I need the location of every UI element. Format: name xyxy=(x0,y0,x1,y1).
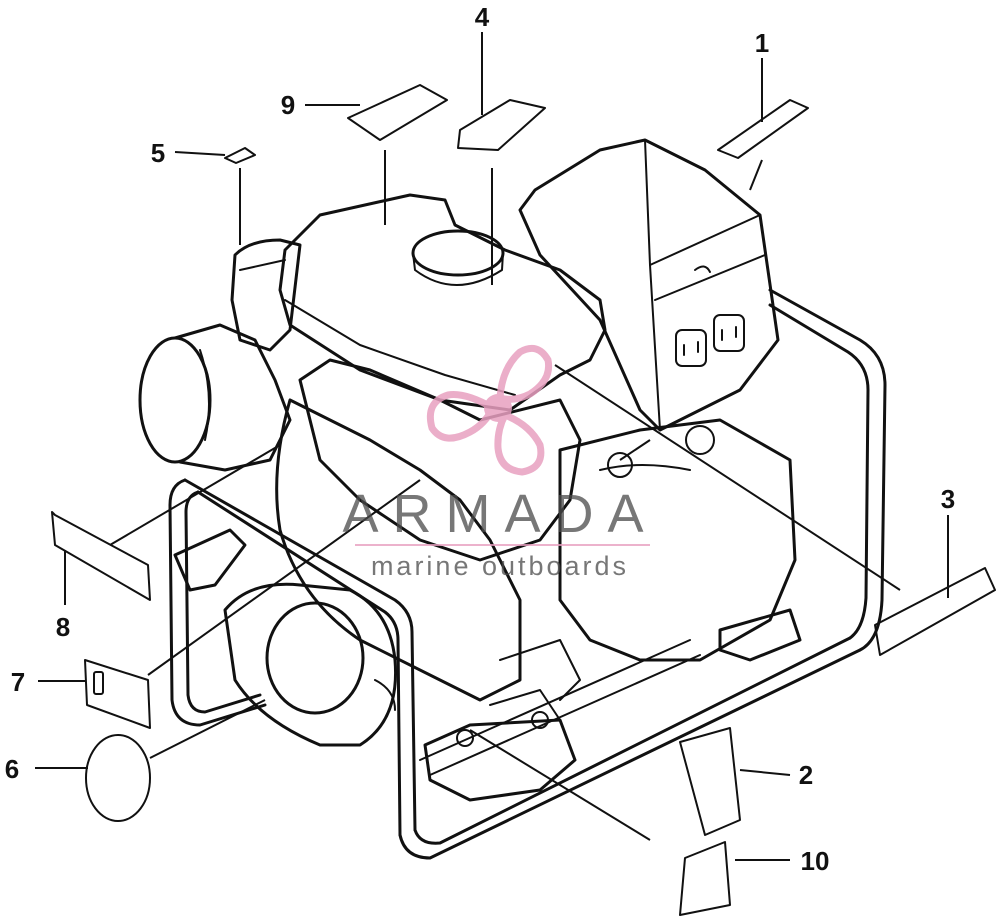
callout-7: 7 xyxy=(11,667,25,697)
watermark: ARMADA marine outboards xyxy=(342,344,657,581)
callout-6: 6 xyxy=(5,754,19,784)
callout-5: 5 xyxy=(151,138,165,168)
decal-6 xyxy=(85,734,151,822)
decal-4 xyxy=(457,99,546,151)
callout-10: 10 xyxy=(801,846,830,876)
decal-10 xyxy=(679,841,731,916)
pump-frame xyxy=(168,288,887,860)
decal-7 xyxy=(84,659,151,729)
callout-4: 4 xyxy=(475,2,490,32)
propeller-logo-icon xyxy=(426,344,553,476)
callout-1: 1 xyxy=(755,28,769,58)
leader-lines xyxy=(35,32,949,861)
control-box xyxy=(518,138,780,432)
decal-5 xyxy=(224,147,256,164)
watermark-tagline: marine outboards xyxy=(371,551,629,581)
callout-9: 9 xyxy=(281,90,295,120)
decal-parts xyxy=(51,84,996,916)
decal-3 xyxy=(874,567,996,656)
callout-3: 3 xyxy=(941,484,955,514)
callout-labels: 1 4 9 5 3 8 7 6 2 10 xyxy=(5,2,955,876)
callout-2: 2 xyxy=(799,760,813,790)
watermark-brand: ARMADA xyxy=(342,484,657,544)
decal-8 xyxy=(51,511,151,601)
callout-8: 8 xyxy=(56,612,70,642)
decal-9 xyxy=(347,84,448,141)
decal-2 xyxy=(679,727,741,836)
pump-body xyxy=(138,323,581,802)
decal-1 xyxy=(717,99,809,159)
